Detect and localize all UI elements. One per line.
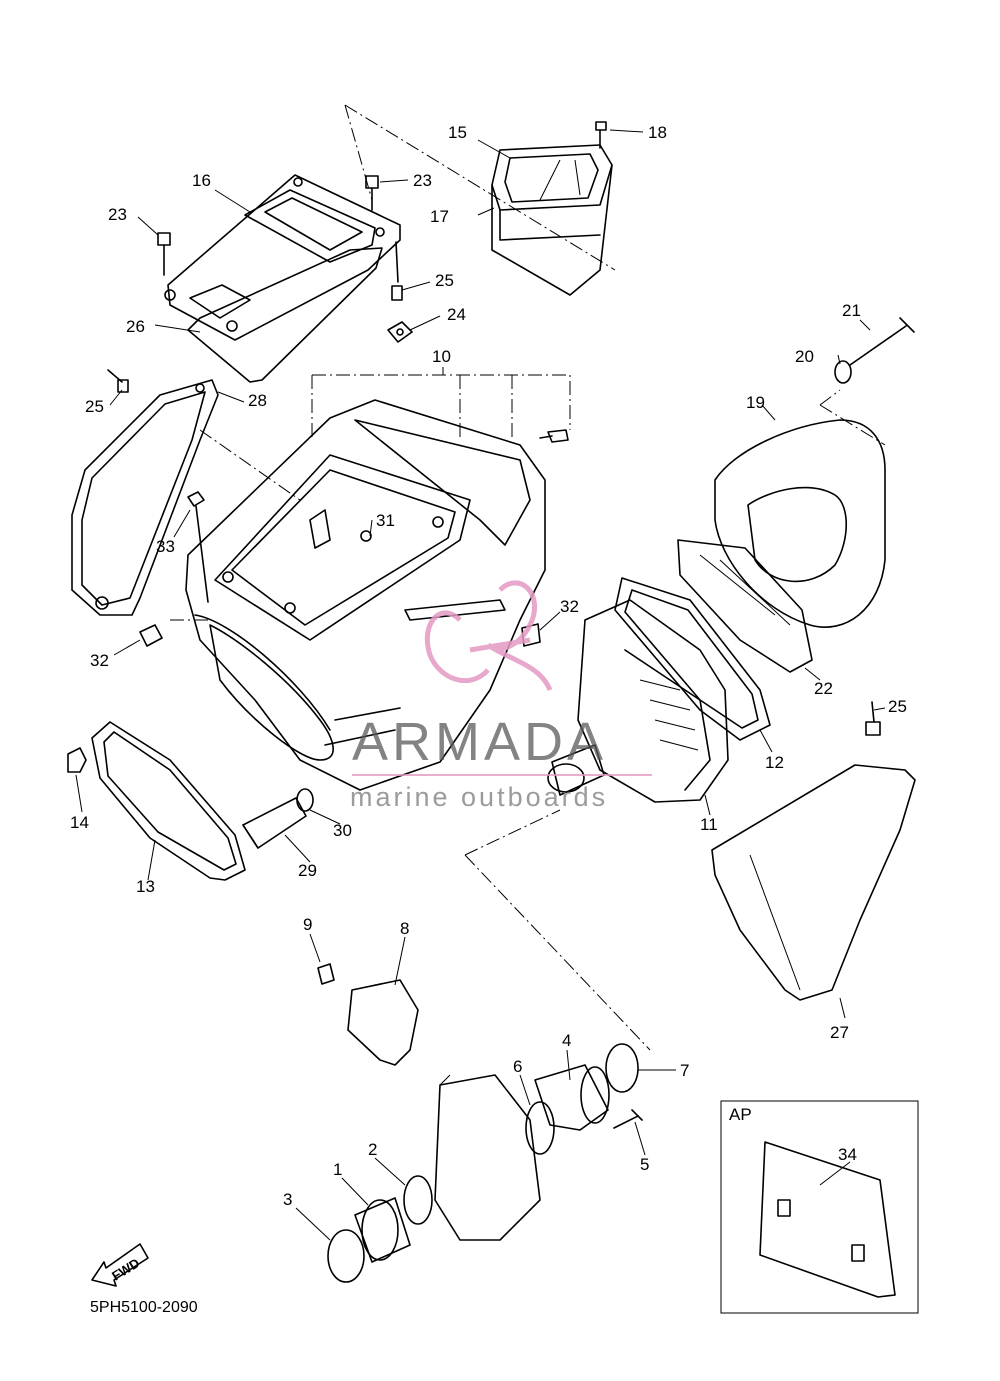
- part-label-20: 20: [795, 347, 814, 366]
- part-label-33: 33: [156, 537, 175, 556]
- watermark-brand: ARMADA: [352, 712, 607, 772]
- bolt-part-5: [613, 1109, 643, 1129]
- bolt-part-10-screw: [539, 429, 569, 443]
- clamp-part-7: [605, 1043, 639, 1093]
- ap-box-label: AP: [729, 1105, 752, 1124]
- part-label-15: 15: [448, 123, 467, 142]
- part-label-19: 19: [746, 393, 765, 412]
- rivet-part-25-left: [107, 369, 129, 393]
- sheet-part-34: [759, 1141, 896, 1298]
- assembly-guide-lines: [170, 104, 886, 1086]
- clamp-part-30: [296, 788, 314, 812]
- part-label-23-right: 23: [413, 171, 432, 190]
- part-label-29: 29: [298, 861, 317, 880]
- part-label-23-left: 23: [108, 205, 127, 224]
- element-cap-part-19: [714, 419, 886, 628]
- part-label-34: 34: [838, 1145, 857, 1164]
- watermark-logo-icon: [424, 580, 553, 692]
- part-label-25-top: 25: [435, 271, 454, 290]
- part-label-16: 16: [192, 171, 211, 190]
- part-label-2: 2: [368, 1140, 377, 1159]
- part-label-25-left: 25: [85, 397, 104, 416]
- fwd-label: FWD: [109, 1255, 142, 1283]
- cover-part-27: [711, 764, 916, 1001]
- clamp-part-3: [327, 1229, 365, 1283]
- bolt-part-23-left: [157, 232, 171, 276]
- part-label-4: 4: [562, 1031, 571, 1050]
- drain-tube-part-29: [242, 797, 307, 849]
- part-label-18: 18: [648, 123, 667, 142]
- part-label-28: 28: [248, 391, 267, 410]
- gasket-part-6: [525, 1101, 555, 1155]
- part-label-17: 17: [430, 207, 449, 226]
- part-label-12: 12: [765, 753, 784, 772]
- side-cover-part-28: [71, 379, 219, 616]
- bolt-part-9: [317, 963, 335, 985]
- part-label-30: 30: [333, 821, 352, 840]
- part-label-21: 21: [842, 301, 861, 320]
- nut-part-32-left: [139, 624, 163, 647]
- bracket-part-8: [347, 979, 419, 1066]
- watermark: ARMADA marine outboards: [350, 580, 652, 812]
- bolt-part-33: [187, 491, 209, 603]
- part-label-26: 26: [126, 317, 145, 336]
- part-label-13: 13: [136, 877, 155, 896]
- catalog-code: 5PH5100-2090: [90, 1299, 198, 1316]
- part-label-5: 5: [640, 1155, 649, 1174]
- part-label-14: 14: [70, 813, 89, 832]
- gasket-part-26: [187, 247, 383, 383]
- joint-part-1: [354, 1197, 411, 1263]
- part-label-32-right: 32: [560, 597, 579, 616]
- bolt-part-21: [849, 317, 915, 366]
- part-label-27: 27: [830, 1023, 849, 1042]
- element-part-22: [677, 539, 813, 673]
- element-holder-part-12: [614, 577, 771, 741]
- part-label-31: 31: [376, 511, 395, 530]
- plate-part-24: [387, 321, 413, 343]
- part-label-24: 24: [447, 305, 466, 324]
- part-label-9: 9: [303, 915, 312, 934]
- washer-part-20: [834, 360, 852, 384]
- part-label-32-left: 32: [90, 651, 109, 670]
- air-element-part-11: [547, 599, 729, 803]
- part-label-11: 11: [700, 815, 718, 834]
- callout-leaders: [75, 129, 886, 1241]
- part-label-3: 3: [283, 1190, 292, 1209]
- bolt-part-18: [595, 121, 607, 149]
- air-cleaner-case-part-10: [185, 399, 546, 791]
- carburetor-outline: [434, 1074, 541, 1241]
- clamp-part-2: [403, 1175, 433, 1225]
- watermark-tagline: marine outboards: [350, 782, 608, 812]
- part-label-6: 6: [513, 1057, 522, 1076]
- gasket-part-13: [91, 721, 246, 881]
- rivet-part-25-right: [865, 701, 881, 736]
- part-label-25-right: 25: [888, 697, 907, 716]
- part-label-22: 22: [814, 679, 833, 698]
- part-number-labels: 15 18 17 16 23 23 25 24 26 10 25 28 21 2…: [70, 123, 907, 1209]
- air-duct-part-15: [491, 144, 613, 296]
- ap-inset-box: AP: [720, 1100, 919, 1314]
- part-label-7: 7: [680, 1061, 689, 1080]
- air-cleaner-cover-part-16: [164, 174, 401, 341]
- joint-part-4: [534, 1064, 610, 1131]
- nut-part-14: [67, 747, 87, 773]
- rivet-part-25-top: [391, 241, 403, 301]
- part-label-8: 8: [400, 919, 409, 938]
- fwd-arrow-icon: FWD: [91, 1243, 149, 1287]
- watermark-underline: [352, 774, 652, 776]
- part-label-1: 1: [333, 1160, 342, 1179]
- part-label-10: 10: [432, 347, 451, 366]
- bolt-part-23-right: [365, 175, 379, 211]
